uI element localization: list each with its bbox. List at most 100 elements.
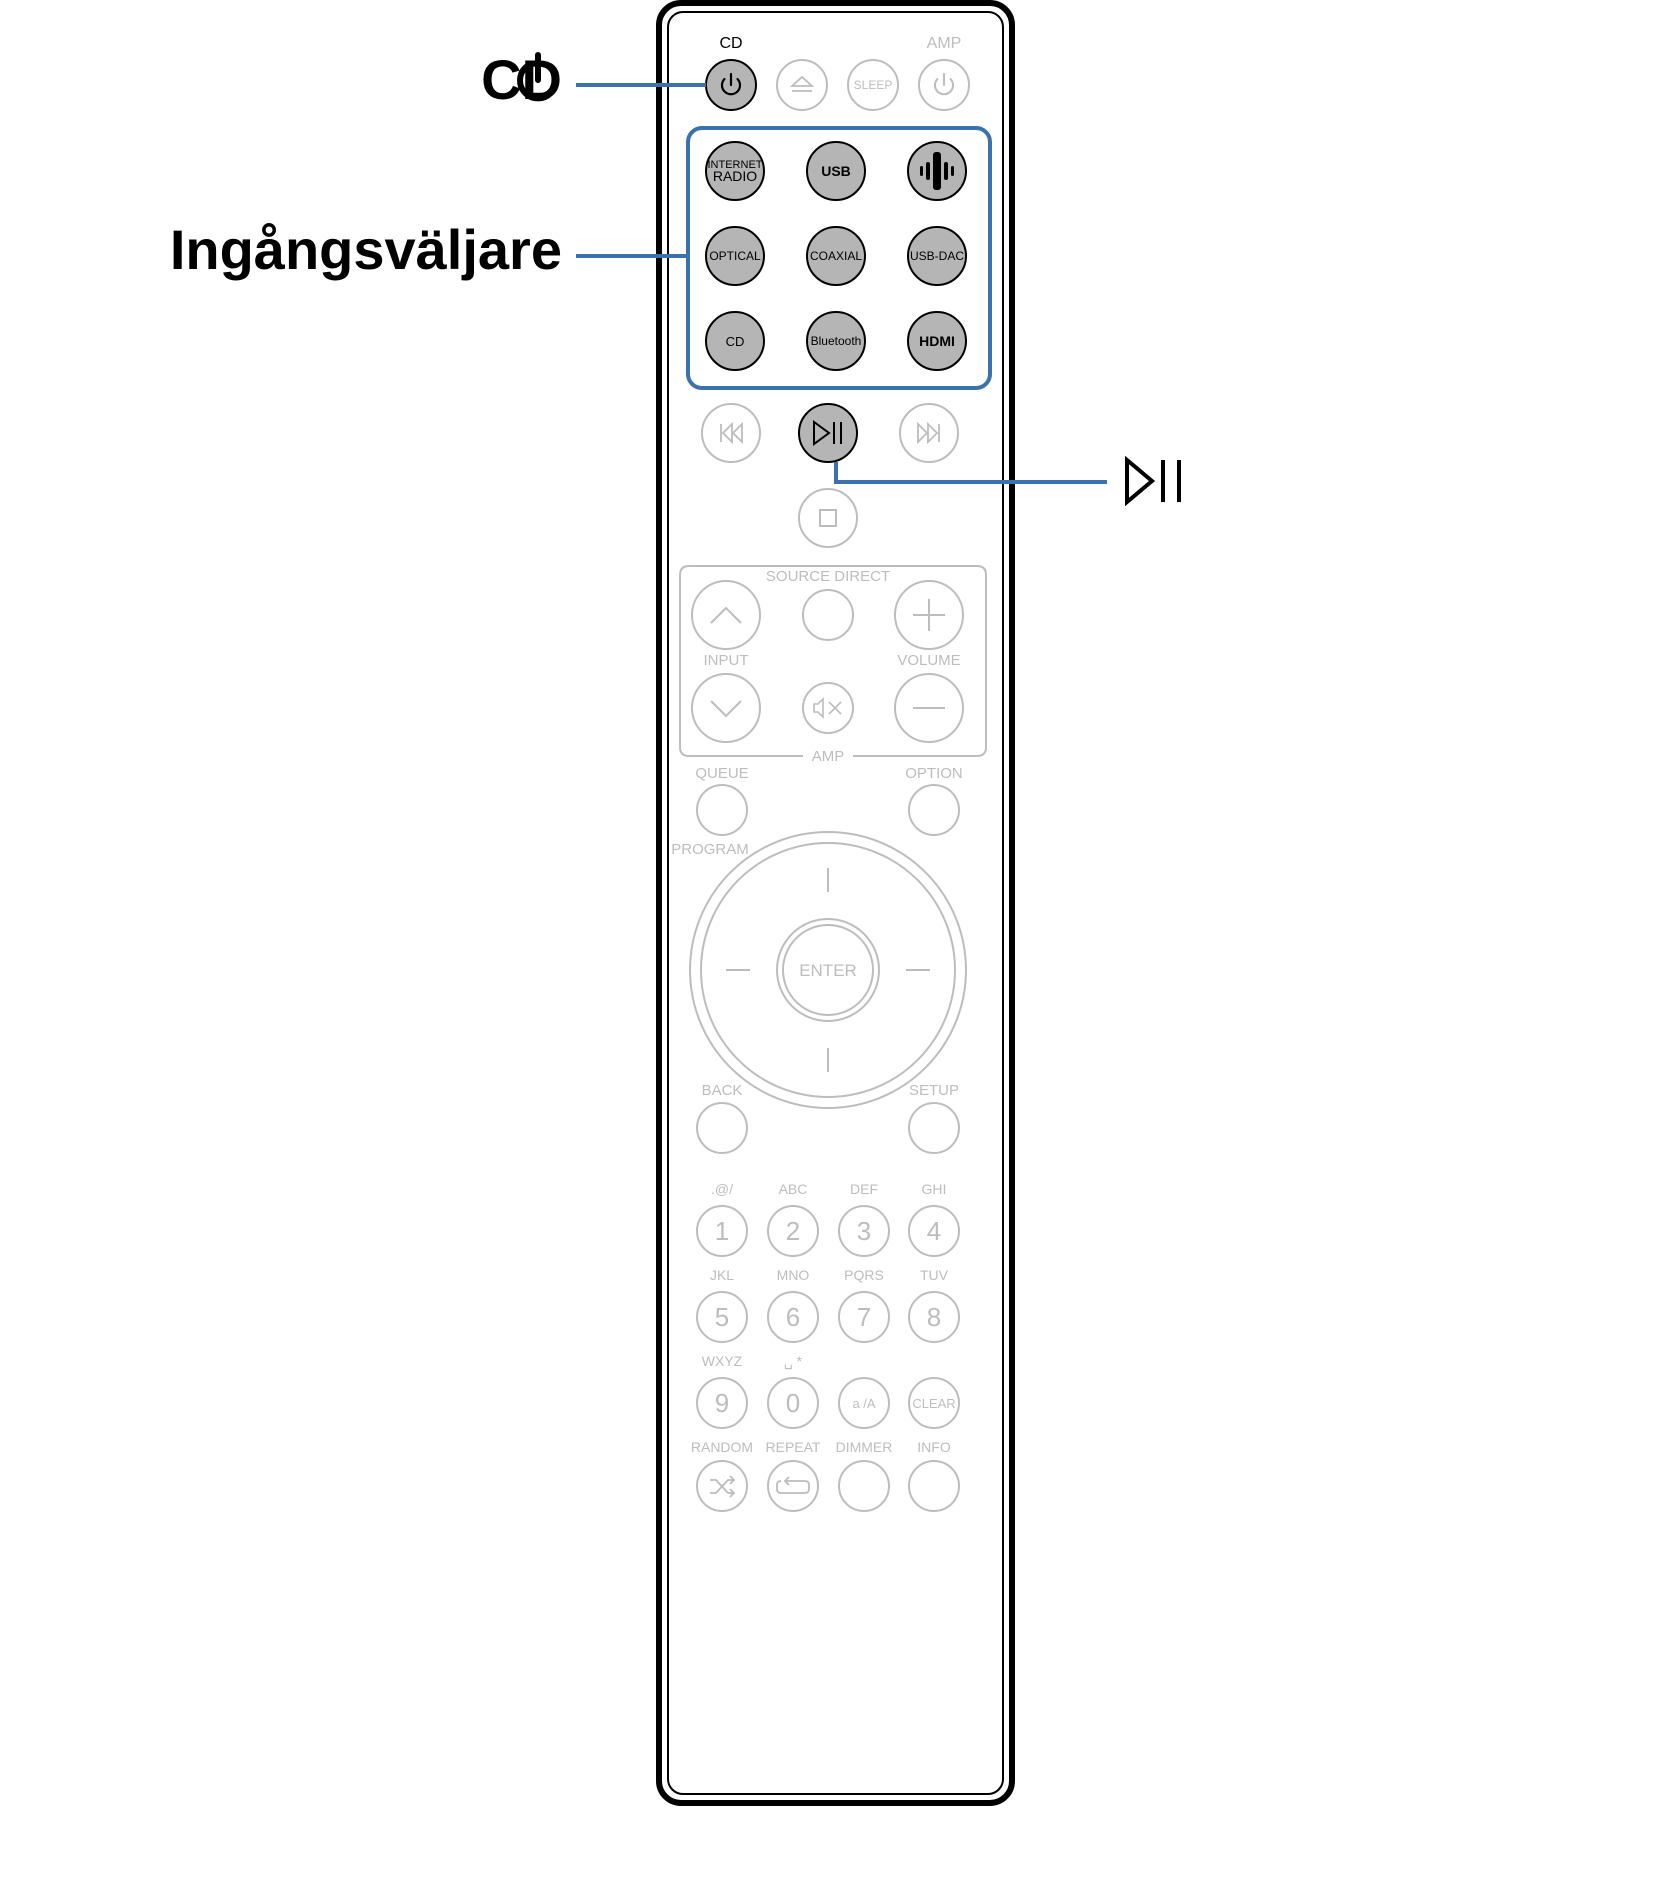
info-button[interactable] bbox=[908, 1460, 960, 1512]
keypad-key-5[interactable]: 5 bbox=[696, 1291, 748, 1343]
dimmer-label: DIMMER bbox=[836, 1439, 893, 1455]
amp-label: AMP bbox=[927, 35, 962, 52]
keypad-key-12[interactable]: CLEAR bbox=[908, 1377, 960, 1429]
keypad-key-label: 6 bbox=[786, 1302, 800, 1332]
keypad-key-6[interactable]: 6 bbox=[767, 1291, 819, 1343]
queue-label: QUEUE bbox=[695, 765, 748, 782]
plus-icon bbox=[913, 599, 945, 631]
random-button[interactable] bbox=[696, 1460, 748, 1512]
volume-down-button[interactable] bbox=[894, 673, 964, 743]
keypad-key-label: 2 bbox=[786, 1216, 800, 1246]
keypad-letters-label: PQRS bbox=[844, 1267, 884, 1283]
hdmi-button[interactable]: HDMI bbox=[907, 311, 967, 371]
optical-label: OPTICAL bbox=[709, 249, 761, 263]
internet-radio-button[interactable]: INTERNET RADIO bbox=[705, 141, 765, 201]
keypad-letters-label: WXYZ bbox=[702, 1353, 743, 1369]
usb-dac-button[interactable]: USB-DAC bbox=[907, 226, 967, 286]
power-icon bbox=[720, 72, 742, 96]
enter-button[interactable]: ENTER bbox=[776, 918, 880, 1022]
input-down-button[interactable] bbox=[691, 673, 761, 743]
bluetooth-label: Bluetooth bbox=[811, 334, 862, 348]
sleep-label: SLEEP bbox=[854, 78, 893, 92]
keypad-letters-label: ABC bbox=[779, 1181, 808, 1197]
mute-icon bbox=[813, 697, 842, 719]
keypad-key-label: a /A bbox=[852, 1396, 875, 1411]
previous-button[interactable] bbox=[701, 403, 761, 463]
keypad-key-7[interactable]: 7 bbox=[838, 1291, 890, 1343]
keypad-key-3[interactable]: 3 bbox=[838, 1205, 890, 1257]
usb-button[interactable]: USB bbox=[806, 141, 866, 201]
keypad-key-1[interactable]: 1 bbox=[696, 1205, 748, 1257]
keypad-key-2[interactable]: 2 bbox=[767, 1205, 819, 1257]
internet-radio-label-line1: INTERNET bbox=[708, 159, 763, 171]
keypad-key-label: 3 bbox=[857, 1216, 871, 1246]
play-pause-leader-line bbox=[834, 462, 1107, 484]
keypad-key-label: 4 bbox=[927, 1216, 941, 1246]
keypad-letters-label: ␣ * bbox=[784, 1353, 803, 1370]
keypad-letters-label: TUV bbox=[920, 1267, 949, 1283]
back-label: BACK bbox=[702, 1082, 743, 1099]
keypad-key-10[interactable]: 0 bbox=[767, 1377, 819, 1429]
amp-panel: SOURCE DIRECT INPUT VOLUME AMP bbox=[679, 565, 987, 765]
cd-power-button[interactable] bbox=[705, 59, 757, 111]
amp-panel-label: AMP bbox=[812, 748, 845, 765]
cd-power-callout: CD bbox=[481, 48, 562, 111]
volume-up-button[interactable] bbox=[894, 580, 964, 650]
chevron-down-icon bbox=[710, 700, 742, 718]
bluetooth-button[interactable]: Bluetooth bbox=[806, 311, 866, 371]
cd-source-button[interactable]: CD bbox=[705, 311, 765, 371]
internet-radio-label-line2: RADIO bbox=[713, 168, 757, 184]
heos-icon bbox=[920, 152, 954, 190]
eject-button[interactable] bbox=[776, 59, 828, 111]
info-label: INFO bbox=[917, 1439, 951, 1455]
mute-button[interactable] bbox=[802, 682, 854, 734]
back-button[interactable] bbox=[696, 1102, 748, 1154]
source-direct-button[interactable] bbox=[802, 589, 854, 641]
amp-power-button[interactable] bbox=[918, 59, 970, 111]
stop-button[interactable] bbox=[798, 488, 858, 548]
input-up-button[interactable] bbox=[691, 580, 761, 650]
keypad-letters-label: GHI bbox=[922, 1181, 947, 1197]
optical-button[interactable]: OPTICAL bbox=[705, 226, 765, 286]
option-button[interactable] bbox=[908, 784, 960, 836]
heos-button[interactable] bbox=[907, 141, 967, 201]
keypad-key-label: 1 bbox=[715, 1216, 729, 1246]
repeat-label: REPEAT bbox=[766, 1439, 821, 1455]
keypad-key-label: 7 bbox=[857, 1302, 871, 1332]
usb-dac-label: USB-DAC bbox=[910, 249, 964, 263]
keypad-letters-label: .@/ bbox=[711, 1181, 733, 1197]
skip-back-icon bbox=[720, 421, 743, 445]
source-direct-label: SOURCE DIRECT bbox=[766, 568, 890, 585]
cd-source-label: CD bbox=[726, 334, 745, 349]
keypad-key-4[interactable]: 4 bbox=[908, 1205, 960, 1257]
input-selector-callout: Ingångsväljare bbox=[169, 218, 562, 281]
keypad-letters-label: DEF bbox=[850, 1181, 878, 1197]
next-button[interactable] bbox=[899, 403, 959, 463]
keypad-key-11[interactable]: a /A bbox=[838, 1377, 890, 1429]
stop-icon bbox=[819, 509, 837, 527]
keypad-key-label: 0 bbox=[786, 1388, 800, 1418]
keypad-key-label: 8 bbox=[927, 1302, 941, 1332]
chevron-up-icon bbox=[710, 606, 742, 624]
keypad-letters-label: JKL bbox=[710, 1267, 734, 1283]
setup-button[interactable] bbox=[908, 1102, 960, 1154]
keypad-key-8[interactable]: 8 bbox=[908, 1291, 960, 1343]
dimmer-button[interactable] bbox=[838, 1460, 890, 1512]
play-pause-button[interactable] bbox=[798, 403, 858, 463]
keypad-letters-label: MNO bbox=[777, 1267, 810, 1283]
skip-forward-icon bbox=[917, 421, 940, 445]
coaxial-button[interactable]: COAXIAL bbox=[806, 226, 866, 286]
random-label: RANDOM bbox=[691, 1439, 753, 1455]
sleep-button[interactable]: SLEEP bbox=[847, 59, 899, 111]
keypad-key-label: CLEAR bbox=[912, 1396, 955, 1411]
play-pause-icon bbox=[1125, 455, 1181, 507]
coaxial-label: COAXIAL bbox=[810, 249, 862, 263]
keypad-key-9[interactable]: 9 bbox=[696, 1377, 748, 1429]
keypad-key-label: 5 bbox=[715, 1302, 729, 1332]
input-label: INPUT bbox=[704, 652, 749, 669]
repeat-button[interactable] bbox=[767, 1460, 819, 1512]
volume-label: VOLUME bbox=[897, 652, 960, 669]
power-icon bbox=[934, 73, 954, 96]
queue-button[interactable] bbox=[696, 784, 748, 836]
